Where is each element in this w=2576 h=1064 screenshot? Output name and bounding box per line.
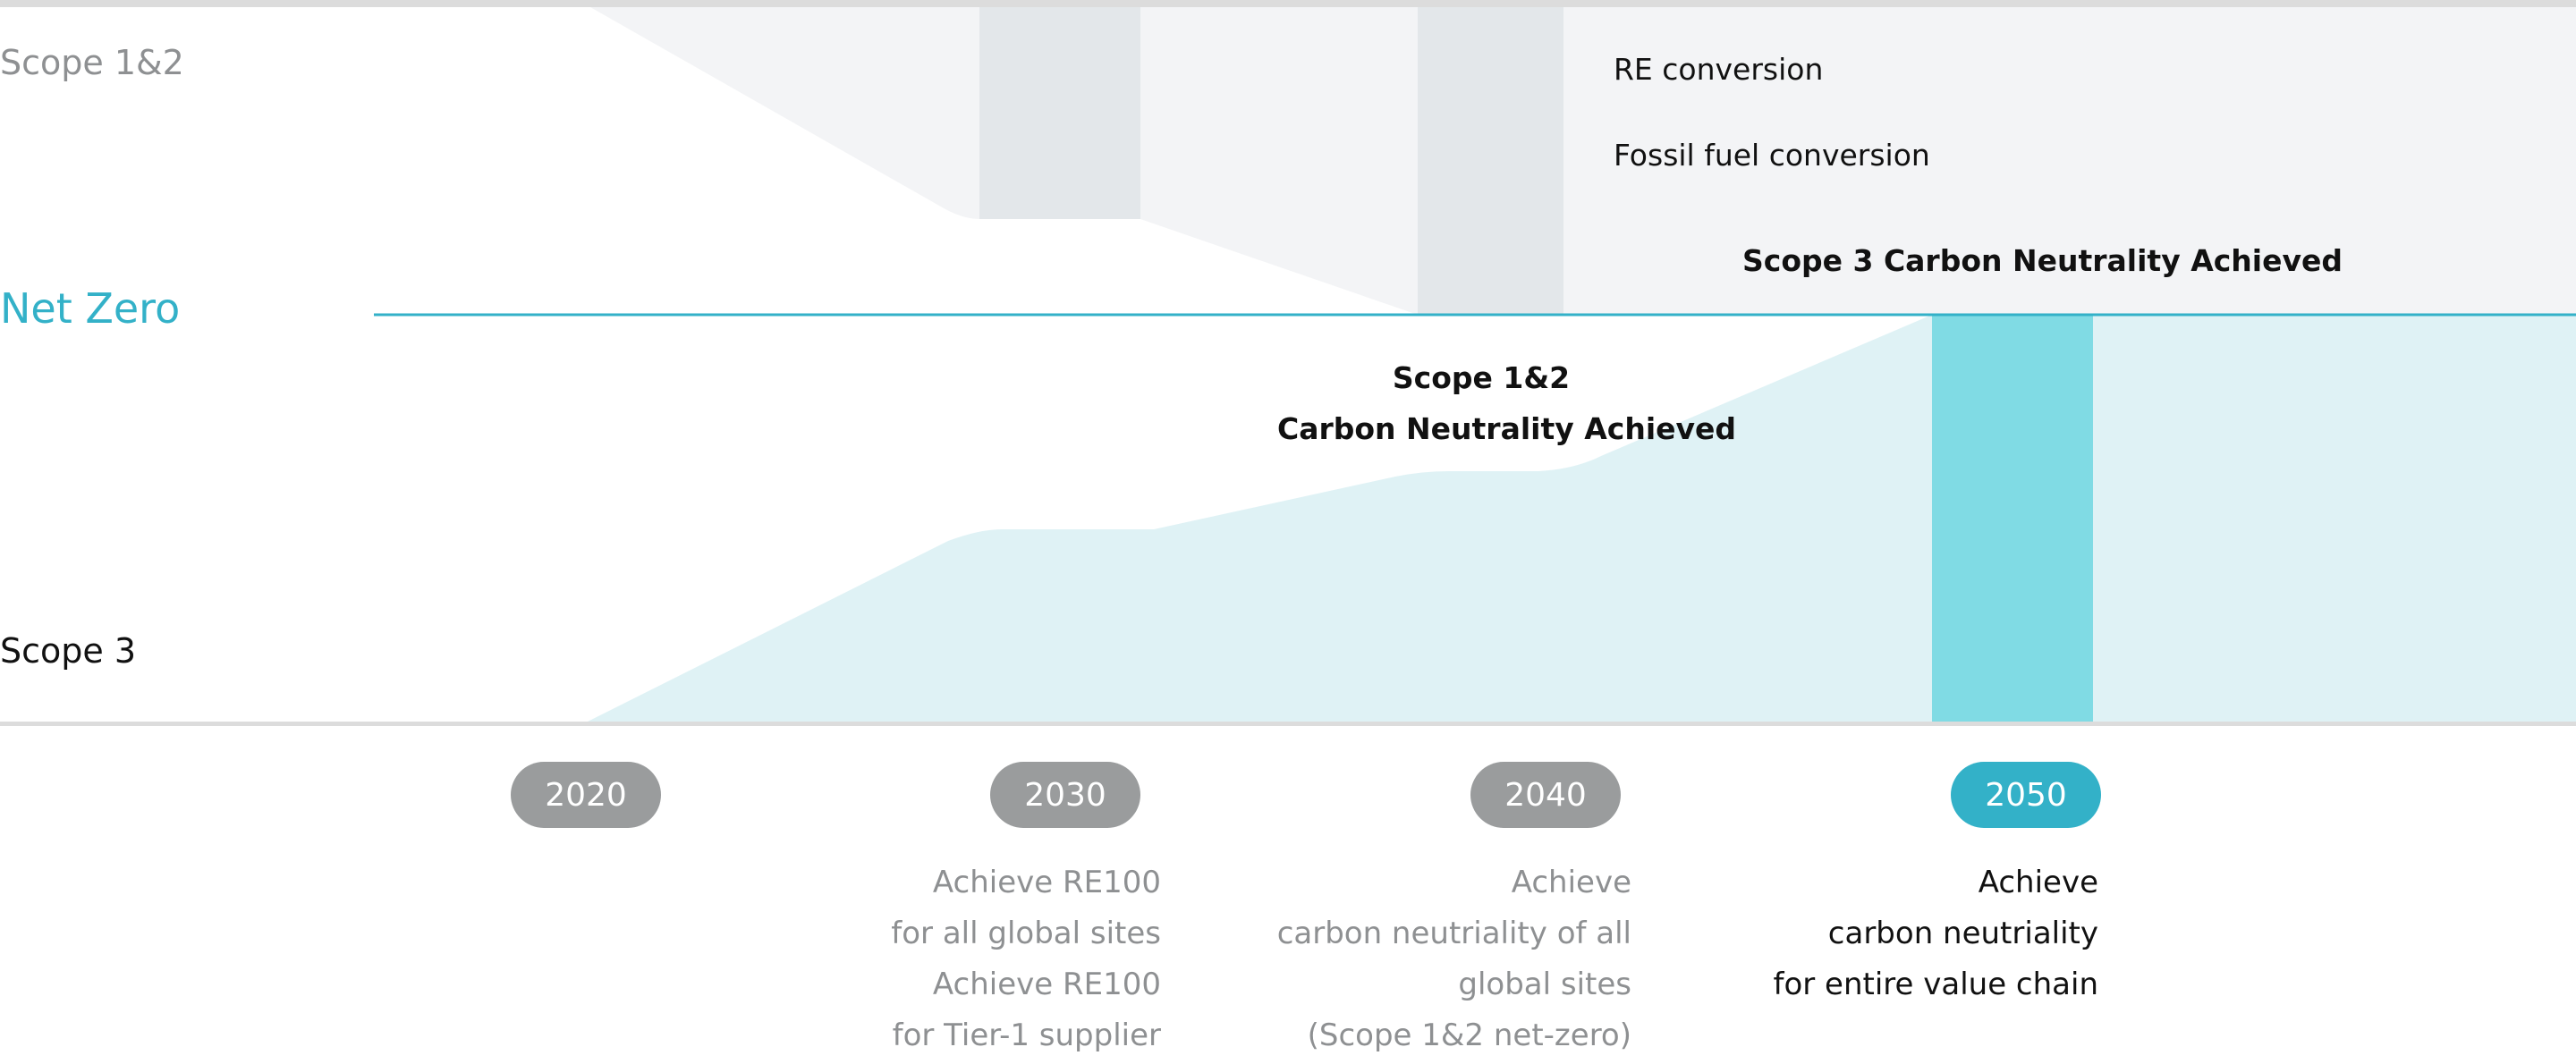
- top-border: [0, 0, 2576, 7]
- year-2020-pill: 2020: [511, 762, 661, 828]
- milestone-2030-line: for all global sites: [891, 916, 1161, 951]
- milestone-2040-line: global sites: [1458, 967, 1631, 1002]
- year-2030-pill: 2030: [990, 762, 1140, 828]
- milestone-2040-line: carbon neutriality of all: [1276, 916, 1631, 951]
- milestone-2040-line: Achieve: [1511, 865, 1631, 900]
- milestone-2030-description: Achieve RE100 for all global sites Achie…: [891, 857, 1161, 1061]
- fossil-fuel-conversion-label: Fossil fuel conversion: [1614, 138, 1930, 173]
- milestone-2050-line: carbon neutriality: [1827, 916, 2098, 951]
- scope3-label: Scope 3: [0, 631, 137, 671]
- milestone-2040-description: Achieve carbon neutriality of all global…: [1277, 857, 1631, 1061]
- milestone-2050-description: Achieve carbon neutriality for entire va…: [1773, 857, 2098, 1010]
- baseline: [0, 722, 2576, 726]
- net-zero-label: Net Zero: [0, 284, 181, 333]
- milestone-2030-line: for Tier-1 supplier: [892, 1018, 1161, 1053]
- re-conversion-label: RE conversion: [1614, 52, 1824, 87]
- milestone-2050-line: Achieve: [1978, 865, 2098, 900]
- band-2030-scope12: [979, 7, 1140, 219]
- band-2050-scope3: [1932, 315, 2093, 722]
- scope12-achieved-label: Scope 1&2 Carbon Neutrality Achieved: [1277, 352, 1737, 454]
- year-2050-pill: 2050: [1951, 762, 2101, 828]
- scope12-achieved-line-2: Carbon Neutrality Achieved: [1277, 411, 1737, 446]
- milestone-2040-line: (Scope 1&2 net-zero): [1307, 1018, 1631, 1053]
- milestone-2050-line: for entire value chain: [1773, 967, 2098, 1002]
- milestone-2030-line: Achieve RE100: [932, 865, 1161, 900]
- band-2040-scope12: [1418, 7, 1563, 315]
- milestone-2030-line: Achieve RE100: [932, 967, 1161, 1002]
- scope12-achieved-line-1: Scope 1&2: [1392, 360, 1571, 395]
- year-2040-pill: 2040: [1470, 762, 1621, 828]
- scope3-achieved-label: Scope 3 Carbon Neutrality Achieved: [1742, 243, 2343, 278]
- scope12-label: Scope 1&2: [0, 43, 184, 82]
